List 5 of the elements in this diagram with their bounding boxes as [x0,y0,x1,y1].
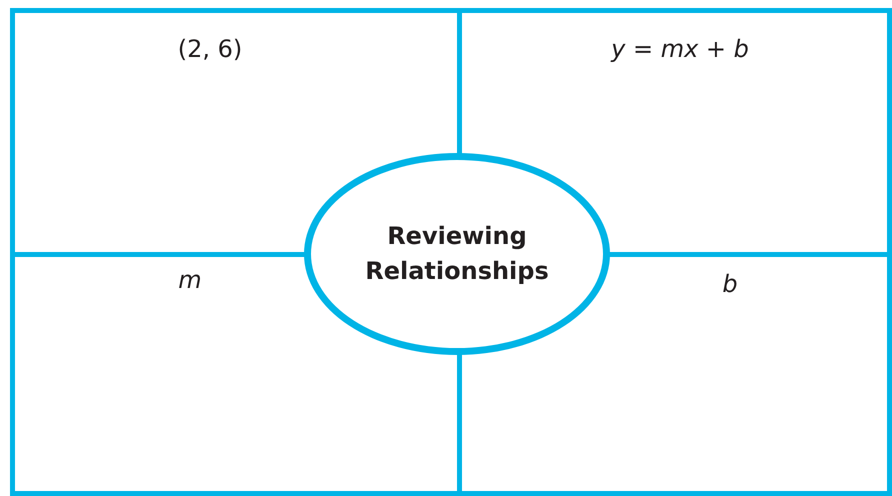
quadrant-text: b [722,270,738,298]
quadrant-text: m [178,266,202,294]
quadrant-text: (2, 6) [178,35,242,63]
title-text: Reviewing Relationships [364,221,550,287]
quadrant-text: y = mx + b [611,35,749,63]
